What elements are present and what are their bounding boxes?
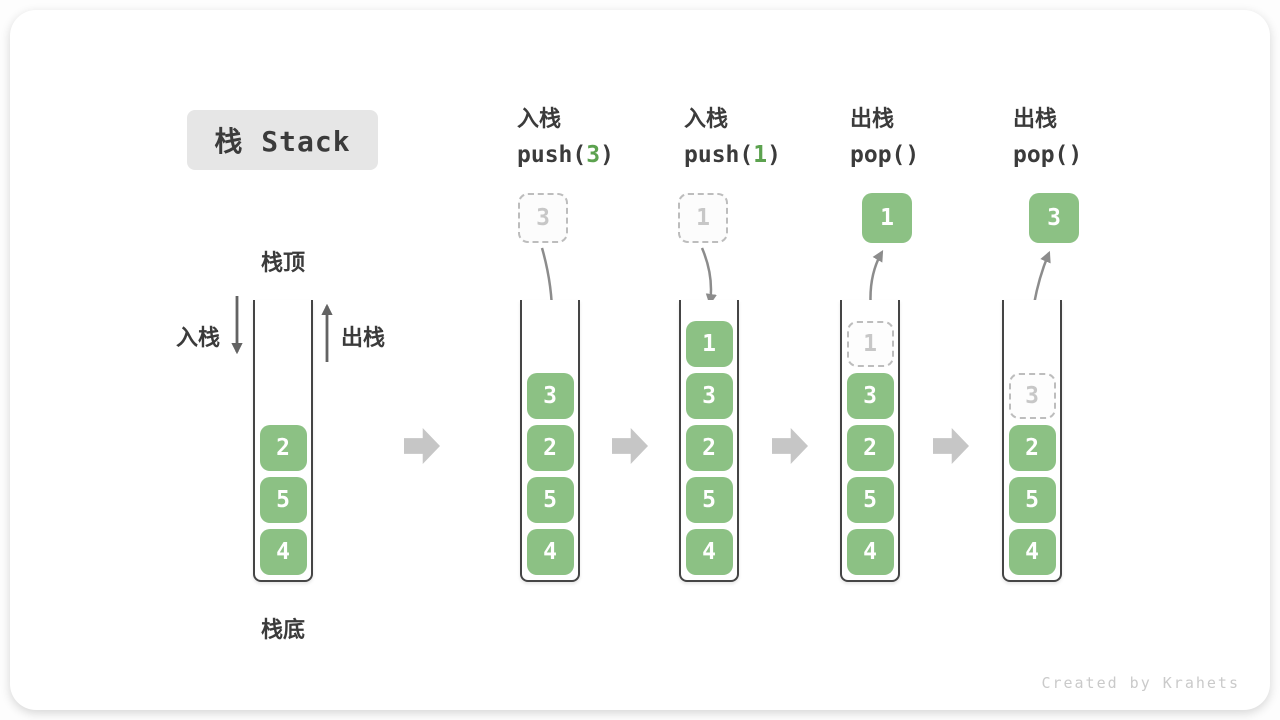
code-arg: 1 [753, 142, 768, 168]
stack-cell: 3 [526, 373, 574, 419]
page-title: 栈 Stack [214, 125, 351, 158]
stack-cell: 3 [685, 373, 733, 419]
code-prefix: pop( [1013, 142, 1069, 168]
stack-cell-ghost: 1 [846, 321, 894, 367]
stack-cell: 2 [1008, 425, 1056, 471]
stack-cell-ghost: 3 [1008, 373, 1056, 419]
stack-cell: 2 [259, 425, 307, 471]
stack-bottom-label: 栈底 [260, 617, 305, 642]
code-prefix: push( [517, 142, 587, 168]
stack-top-label: 栈顶 [260, 250, 305, 275]
stack-cell: 4 [259, 529, 307, 575]
pushed-element-box: 1 [678, 193, 728, 243]
op-code: pop() [1013, 142, 1082, 169]
stack-cell: 5 [526, 477, 574, 523]
push-direction-label: 入栈 [176, 325, 221, 350]
popped-element-box: 1 [862, 193, 912, 243]
stack-cell: 4 [846, 529, 894, 575]
popped-element-box: 3 [1029, 193, 1079, 243]
op-word: 入栈 [684, 106, 729, 131]
stack-container-after-push-1: 1 3 2 5 4 [679, 300, 739, 582]
pop-direction-label: 出栈 [341, 325, 386, 350]
stack-cell: 1 [685, 321, 733, 367]
code-suffix: ) [1068, 142, 1083, 168]
code-suffix: ) [905, 142, 920, 168]
stack-cell: 2 [685, 425, 733, 471]
code-prefix: pop( [850, 142, 906, 168]
stack-cell: 4 [526, 529, 574, 575]
op-word: 入栈 [517, 106, 562, 131]
stack-cell: 5 [685, 477, 733, 523]
stack-cell: 3 [846, 373, 894, 419]
stack-cell: 2 [526, 425, 574, 471]
stack-cell: 5 [846, 477, 894, 523]
stack-container-after-push-3: 3 2 5 4 [520, 300, 580, 582]
stack-container-initial: 2 5 4 [253, 300, 313, 582]
stack-cell: 4 [685, 529, 733, 575]
code-suffix: ) [600, 142, 614, 168]
op-word: 出栈 [850, 106, 895, 131]
stack-cell: 2 [846, 425, 894, 471]
stack-cell: 4 [1008, 529, 1056, 575]
op-label-pop-3: 出栈 pop() [1013, 106, 1082, 169]
op-code: push(1) [684, 142, 781, 169]
stack-cell: 5 [1008, 477, 1056, 523]
code-suffix: ) [767, 142, 781, 168]
stack-container-after-pop-3: 3 2 5 4 [1002, 300, 1062, 582]
op-code: pop() [850, 142, 919, 169]
op-label-push-1: 入栈 push(1) [684, 106, 781, 169]
code-arg: 3 [586, 142, 601, 168]
stack-container-after-pop-1: 1 3 2 5 4 [840, 300, 900, 582]
op-word: 出栈 [1013, 106, 1058, 131]
pushed-element-box: 3 [518, 193, 568, 243]
op-label-push-3: 入栈 push(3) [517, 106, 614, 169]
op-label-pop-1: 出栈 pop() [850, 106, 919, 169]
title-box: 栈 Stack [187, 110, 378, 170]
code-prefix: push( [684, 142, 754, 168]
op-code: push(3) [517, 142, 614, 169]
watermark: Created by Krahets [1041, 674, 1240, 692]
stack-cell: 5 [259, 477, 307, 523]
